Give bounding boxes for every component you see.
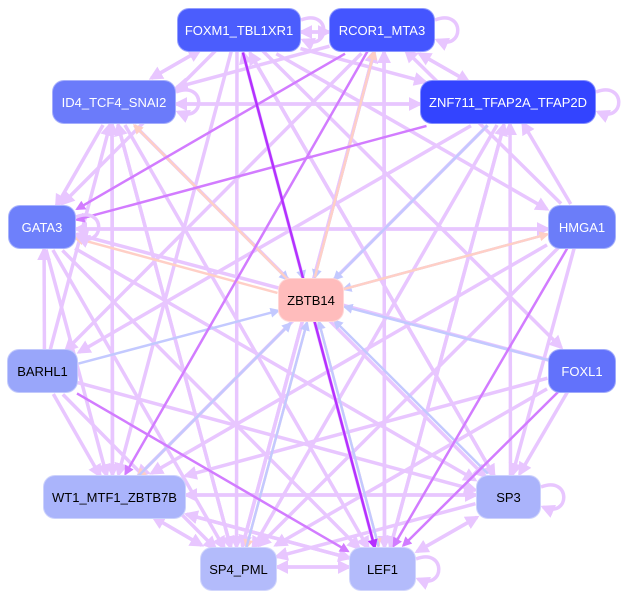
edge-znf711-to-sp4 xyxy=(251,124,499,551)
edge-sp3-to-zbtb14 xyxy=(333,319,489,475)
self-loop-rcor1 xyxy=(434,16,460,51)
edge-rcor1-to-id4 xyxy=(173,44,330,92)
node-hmga1[interactable]: HMGA1 xyxy=(548,205,616,249)
node-gata3[interactable]: GATA3 xyxy=(8,205,76,249)
node-znf711[interactable]: ZNF711_TFAP2A_TFAP2D xyxy=(420,80,596,124)
edge-lef1-to-sp3 xyxy=(416,515,480,554)
edge-hmga1-to-znf711 xyxy=(521,120,573,205)
edge-sp4-to-wt1 xyxy=(150,515,203,547)
edge-hmga1-to-lef1 xyxy=(392,247,569,548)
edge-sp3-to-sp4 xyxy=(273,502,476,561)
self-loop-znf711 xyxy=(595,88,621,123)
node-label: RCOR1_MTA3 xyxy=(338,22,426,38)
node-foxl1[interactable]: FOXL1 xyxy=(548,349,616,393)
edge-lef1-to-znf711 xyxy=(388,121,508,548)
node-foxm1[interactable]: FOXM1_TBL1XR1 xyxy=(177,8,301,52)
node-barhl1[interactable]: BARHL1 xyxy=(7,349,78,393)
node-label: GATA3 xyxy=(21,219,63,235)
self-loop-foxm1 xyxy=(300,16,326,51)
node-label: ZNF711_TFAP2A_TFAP2D xyxy=(429,94,587,110)
node-label: FOXM1_TBL1XR1 xyxy=(184,22,294,38)
node-sp3[interactable]: SP3 xyxy=(476,475,541,519)
node-label: LEF1 xyxy=(366,561,399,577)
edge-zbtb14-to-gata3 xyxy=(73,235,278,295)
node-label: ZBTB14 xyxy=(287,292,335,308)
edge-hmga1-to-wt1 xyxy=(149,243,548,475)
self-loop-gata3 xyxy=(75,213,101,248)
self-loop-sp3 xyxy=(540,483,566,518)
edge-gata3-to-lef1 xyxy=(61,249,362,551)
node-id4[interactable]: ID4_TCF4_SNAI2 xyxy=(52,80,176,124)
edge-barhl1-to-zbtb14 xyxy=(78,307,281,365)
edge-wt1-to-zbtb14 xyxy=(136,321,292,478)
edge-foxl1-to-sp4 xyxy=(273,387,548,547)
node-label: BARHL1 xyxy=(17,363,68,379)
edge-foxl1-to-wt1 xyxy=(182,376,548,480)
edge-lef1-to-wt1 xyxy=(183,510,350,560)
edge-hmga1-to-sp3 xyxy=(508,248,576,478)
edge-foxm1-to-hmga1 xyxy=(275,52,550,211)
edge-sp4-to-id4 xyxy=(114,121,233,548)
edge-sp3-to-foxm1 xyxy=(248,50,496,477)
edge-rcor1-to-gata3 xyxy=(75,52,346,211)
node-sp4[interactable]: SP4_PML xyxy=(200,547,277,591)
node-label: WT1_MTF1_ZBTB7B xyxy=(52,489,177,505)
edge-id4-to-gata3 xyxy=(54,124,105,209)
edge-foxl1-to-lef1 xyxy=(401,390,560,547)
node-label: HMGA1 xyxy=(558,219,606,235)
edge-foxl1-to-zbtb14 xyxy=(342,303,549,362)
edge-barhl1-to-sp4 xyxy=(61,393,218,551)
edge-znf711-to-gata3 xyxy=(74,124,427,223)
edge-znf711-to-barhl1 xyxy=(76,124,472,354)
node-label: SP4_PML xyxy=(209,561,268,577)
edge-lef1-to-zbtb14 xyxy=(316,319,380,547)
edge-rcor1-to-wt1 xyxy=(124,50,369,476)
edge-znf711-to-rcor1 xyxy=(417,52,470,84)
edge-id4-to-foxm1 xyxy=(150,48,203,80)
edge-gata3-to-sp3 xyxy=(74,246,478,482)
edge-foxm1-to-znf711 xyxy=(300,46,428,86)
node-wt1[interactable]: WT1_MTF1_ZBTB7B xyxy=(43,475,186,519)
node-label: ID4_TCF4_SNAI2 xyxy=(61,94,167,110)
node-lef1[interactable]: LEF1 xyxy=(349,547,416,591)
edge-foxm1-to-wt1 xyxy=(114,51,233,478)
edge-barhl1-to-lef1 xyxy=(76,392,350,553)
edge-znf711-to-zbtb14 xyxy=(332,124,489,281)
node-label: FOXL1 xyxy=(561,363,603,379)
self-loop-id4 xyxy=(175,88,201,123)
self-loop-lef1 xyxy=(415,555,441,590)
edge-zbtb14-to-rcor1 xyxy=(313,49,378,278)
edge-zbtb14-to-id4 xyxy=(133,123,289,281)
edge-foxm1-to-gata3 xyxy=(60,49,217,206)
node-rcor1[interactable]: RCOR1_MTA3 xyxy=(329,8,435,52)
node-zbtb14[interactable]: ZBTB14 xyxy=(278,278,344,322)
edge-barhl1-to-wt1 xyxy=(51,393,102,479)
node-label: SP3 xyxy=(496,489,521,505)
edge-sp4-to-zbtb14 xyxy=(245,320,310,548)
edge-zbtb14-to-hmga1 xyxy=(343,231,550,291)
edge-foxl1-to-sp3 xyxy=(518,391,569,477)
